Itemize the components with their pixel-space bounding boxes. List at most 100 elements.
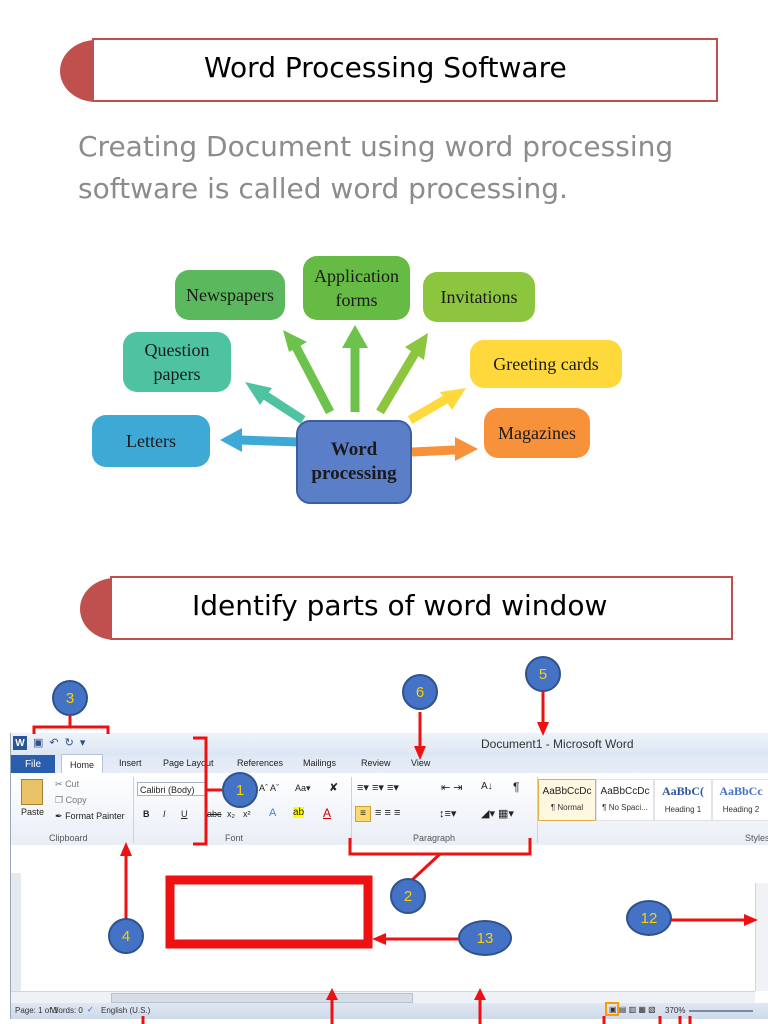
change-case-icon[interactable]: Aa▾ — [295, 783, 311, 793]
shading-icon[interactable]: ◢▾ ▦▾ — [481, 808, 514, 820]
ribbon: Paste ✂ Cut ❐ Copy ✒ Format Painter Clip… — [11, 773, 768, 846]
superscript-button[interactable]: x² — [243, 809, 251, 819]
ribbon-tabs: File Home Insert Page Layout References … — [11, 754, 768, 774]
copy-button[interactable]: ❐ Copy — [55, 795, 87, 805]
arrowhead-bottom-1 — [326, 988, 338, 1000]
tab-mailings[interactable]: Mailings — [303, 758, 337, 768]
callout-1: 1 — [222, 772, 258, 808]
align-center-icon[interactable]: ≡ ≡ ≡ — [375, 807, 401, 819]
arrow-greeting — [407, 394, 451, 424]
clear-format-icon[interactable]: ✘ — [329, 782, 339, 794]
arrow-invitations — [376, 345, 422, 415]
underline-button[interactable]: U — [181, 809, 188, 819]
style-normal[interactable]: AaBbCcDc ¶ Normal — [538, 779, 596, 821]
tab-home[interactable]: Home — [61, 754, 103, 774]
brush-icon: ✒ — [55, 811, 63, 821]
align-left-button[interactable]: ≡ — [355, 806, 371, 822]
word-app-icon[interactable]: W — [13, 736, 27, 750]
zoom-slider[interactable] — [689, 1010, 753, 1012]
arrowhead-4 — [120, 842, 132, 856]
scissors-icon: ✂ — [55, 779, 63, 789]
sort-icon[interactable]: A↓ — [481, 781, 493, 792]
arrowhead-5 — [537, 722, 549, 736]
undo-icon[interactable]: ↶ — [49, 737, 59, 749]
scroll-thumb[interactable] — [111, 993, 413, 1003]
status-words[interactable]: Words: 0 — [51, 1006, 83, 1015]
save-icon[interactable]: ▣ — [33, 737, 44, 749]
callout-2: 2 — [390, 878, 426, 914]
arrowhead-letters — [220, 428, 242, 452]
horizontal-scrollbar[interactable] — [11, 991, 755, 1003]
style-heading-2[interactable]: AaBbCc Heading 2 — [712, 779, 768, 821]
node-application-forms: Application forms — [303, 256, 410, 320]
arrowhead-13 — [372, 933, 386, 945]
arrowhead-newspapers — [283, 330, 307, 352]
node-magazines: Magazines — [484, 408, 590, 458]
font-size-grow-icon[interactable]: Aˆ Aˇ — [259, 783, 280, 793]
group-label-paragraph: Paragraph — [413, 833, 456, 843]
text-box-highlight — [165, 875, 373, 949]
style-no-spacing[interactable]: AaBbCcDc ¶ No Spaci... — [596, 779, 654, 821]
tab-references[interactable]: References — [237, 758, 284, 768]
subscript-button[interactable]: x₂ — [227, 809, 235, 819]
quick-access-toolbar: W ▣ ↶ ↻ ▾ — [13, 736, 85, 750]
arrowhead-6 — [414, 746, 426, 760]
tab-review[interactable]: Review — [361, 758, 391, 768]
bullets-icon[interactable]: ≡▾ ≡▾ ≡▾ — [357, 782, 399, 794]
arrow-question — [257, 388, 306, 424]
bracket-qat — [32, 725, 110, 734]
callout-5: 5 — [525, 656, 561, 692]
customize-qat-icon[interactable]: ▾ — [79, 737, 86, 749]
node-invitations: Invitations — [423, 272, 535, 322]
arrow-letters — [239, 435, 299, 447]
format-painter-button[interactable]: ✒ Format Painter — [55, 811, 125, 821]
arrowhead-greeting — [440, 388, 466, 410]
strikethrough-button[interactable]: abc — [207, 809, 222, 819]
callout-12: 12 — [626, 900, 672, 936]
callout-3: 3 — [52, 680, 88, 716]
vertical-scrollbar[interactable] — [755, 883, 768, 991]
group-label-font: Font — [225, 833, 244, 843]
tab-insert[interactable]: Insert — [119, 758, 142, 768]
zoom-level[interactable]: 370% — [665, 1006, 686, 1015]
style-heading-1[interactable]: AaBbC( Heading 1 — [654, 779, 712, 821]
paste-button[interactable]: Paste — [21, 807, 45, 817]
line-spacing-icon[interactable]: ↕≡▾ — [439, 808, 457, 820]
indent-icons[interactable]: ⇤ ⇥ — [441, 782, 463, 794]
status-page[interactable]: Page: 1 of 1 — [15, 1006, 59, 1015]
bold-button[interactable]: B — [143, 809, 150, 819]
redo-icon[interactable]: ↻ — [64, 737, 74, 749]
subtitle: Creating Document using word processing … — [78, 130, 674, 205]
arrow-newspapers — [291, 342, 334, 415]
document-title: Document1 - Microsoft Word — [481, 737, 634, 751]
arrowhead-bottom-2 — [474, 988, 486, 1000]
italic-button[interactable]: I — [163, 809, 166, 819]
bracket-paragraph — [348, 838, 532, 856]
proofing-icon[interactable]: ✓ — [87, 1005, 94, 1014]
tab-page-layout[interactable]: Page Layout — [163, 758, 214, 768]
arrowhead-application — [342, 325, 368, 348]
highlight-icon[interactable]: ab — [293, 807, 305, 818]
arrowhead-12 — [744, 914, 758, 926]
title-banner-2 — [110, 576, 733, 640]
node-word-processing: Word processing — [296, 420, 412, 504]
font-name-box[interactable]: Calibri (Body) — [137, 782, 207, 796]
document-left-margin — [11, 873, 21, 1003]
cut-button[interactable]: ✂ Cut — [55, 779, 80, 789]
node-greeting-cards: Greeting cards — [470, 340, 622, 388]
view-buttons[interactable]: ▣ ▤ ▥ ▦ ▧ — [609, 1005, 656, 1014]
node-newspapers: Newspapers — [175, 270, 285, 320]
callout-13: 13 — [458, 920, 512, 956]
status-language[interactable]: English (U.S.) — [101, 1006, 151, 1015]
arrowhead-question — [245, 382, 272, 405]
node-question-papers: Question papers — [123, 332, 231, 392]
tab-view[interactable]: View — [411, 758, 431, 768]
paste-icon[interactable] — [21, 779, 43, 805]
separator — [537, 777, 538, 843]
pilcrow-icon[interactable]: ¶ — [513, 780, 520, 794]
tab-file[interactable]: File — [11, 755, 55, 773]
text-effects-icon[interactable]: A — [269, 807, 277, 819]
font-color-icon[interactable]: A — [323, 806, 332, 820]
